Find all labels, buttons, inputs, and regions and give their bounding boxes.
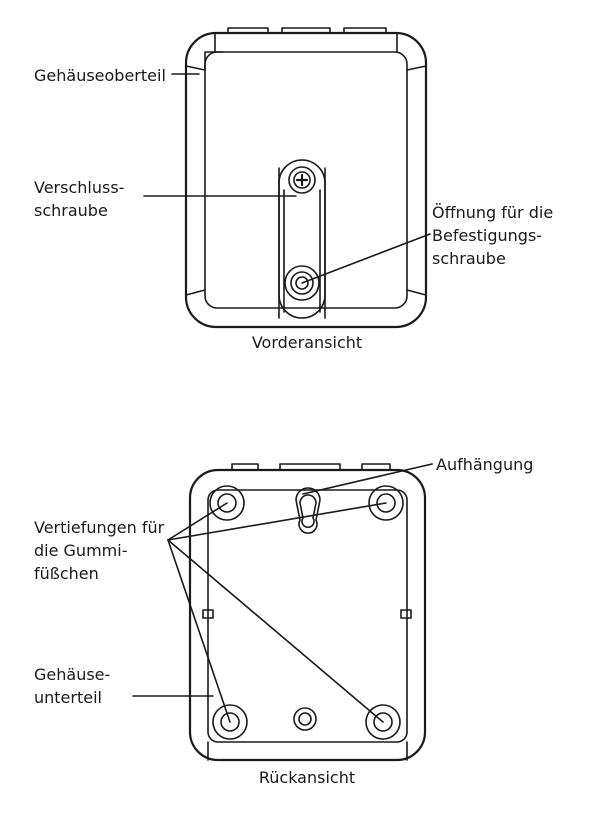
label-housing-bottom-line-2: unterteil [34, 688, 102, 707]
mounting-hole-inner [295, 276, 309, 290]
label-hanger: Aufhängung [436, 455, 534, 474]
foot-recess-top-left-inner [217, 493, 237, 513]
label-housing-top: Gehäuseoberteil [34, 66, 166, 85]
label-rubber-feet-line-2: die Gummi- [34, 541, 128, 560]
back-side-clip-right [400, 609, 412, 619]
foot-recess-bottom-right-inner [373, 712, 393, 732]
back-top-tabs [231, 463, 391, 471]
foot-recess-top-left [209, 485, 245, 521]
leader-foot-bottom-right [167, 539, 384, 723]
leader-mounting-hole [301, 233, 431, 284]
front-view-drawing [143, 27, 431, 329]
back-center-hole-inner [298, 712, 312, 726]
locking-screw-head [288, 166, 316, 194]
back-housing-outline [188, 468, 427, 762]
label-locking-screw: Verschluss- schraube [34, 176, 124, 222]
foot-recess-top-right-inner [376, 493, 396, 513]
front-corner-top-left [204, 51, 224, 71]
front-top-edge-detail [214, 32, 398, 53]
locking-screw-cross [295, 173, 309, 187]
label-housing-bottom-line-1: Gehäuse- [34, 665, 111, 684]
caption-front-view: Vorderansicht [251, 333, 363, 352]
hanger-keyhole-inner [299, 494, 317, 529]
label-rubber-feet-line-1: Vertiefungen für [34, 518, 165, 537]
front-center-slide [278, 159, 326, 319]
leader-foot-top-left [167, 502, 228, 541]
foot-recess-bottom-right [365, 704, 401, 740]
back-side-clip-left [202, 609, 214, 619]
label-rubber-feet-line-3: füßchen [34, 564, 99, 583]
label-mounting-hole-line-3: schraube [432, 249, 506, 268]
label-locking-screw-line-2: schraube [34, 201, 108, 220]
label-mounting-hole-line-1: Öffnung für die [432, 203, 554, 222]
front-bottom-edge-detail [185, 65, 427, 296]
leader-foot-top-right [167, 502, 387, 541]
locking-screw-inner [293, 171, 311, 189]
front-housing-outline [184, 31, 428, 329]
label-housing-bottom: Gehäuse- unterteil [34, 663, 110, 709]
front-center-channel [278, 167, 326, 319]
label-mounting-hole: Öffnung für die Befestigungs- schraube [432, 201, 553, 270]
label-mounting-hole-line-2: Befestigungs- [432, 226, 543, 245]
label-locking-screw-line-1: Verschluss- [34, 178, 125, 197]
foot-recess-top-right [368, 485, 404, 521]
foot-recess-bottom-left [212, 704, 248, 740]
leader-foot-bottom-left [167, 539, 231, 723]
back-center-hole-outer [293, 707, 317, 731]
back-view-drawing [132, 463, 433, 762]
front-center-channel-inner [283, 189, 321, 313]
mounting-hole-mid [290, 271, 314, 295]
front-top-tabs [227, 27, 387, 34]
leader-hanger [302, 463, 433, 495]
back-housing-inner [207, 489, 408, 743]
foot-recess-bottom-left-inner [220, 712, 240, 732]
front-housing-panel [204, 51, 408, 309]
label-rubber-feet-recesses: Vertiefungen für die Gummi- füßchen [34, 516, 164, 585]
mounting-hole-outer [284, 265, 320, 301]
back-bottom-edge [207, 741, 408, 761]
caption-back-view: Rückansicht [258, 768, 356, 787]
hanger-keyhole [295, 487, 321, 534]
